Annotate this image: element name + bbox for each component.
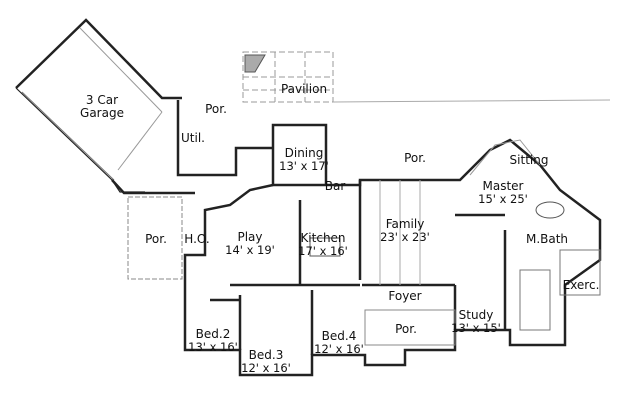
room-label-porch-rear: Por.: [404, 152, 426, 165]
left-porch-outline: [127, 196, 183, 280]
garage-outline: [15, 18, 195, 195]
room-label-family: Family 23' x 23': [380, 218, 430, 244]
family-ceiling-beams: [379, 180, 421, 285]
room-dimensions: 15' x 25': [478, 192, 528, 206]
room-dimensions: 14' x 19': [225, 243, 275, 257]
room-label-bed3: Bed.3 12' x 16': [241, 349, 291, 375]
room-name: 3 Car: [85, 93, 119, 107]
room-name: M.Bath: [525, 232, 569, 246]
master-sitting-outline: [469, 139, 541, 176]
room-label-bed2: Bed.2 13' x 16': [188, 328, 238, 354]
room-label-home-office: H.O.: [184, 233, 209, 246]
room-label-garage: 3 Car Garage: [80, 94, 124, 120]
room-name: Por.: [145, 232, 167, 246]
room-label-bar: Bar: [325, 180, 346, 193]
room-label-porch-left: Por.: [145, 233, 167, 246]
room-name: Por.: [404, 151, 426, 165]
room-name: Bed.3: [248, 348, 284, 362]
room-label-kitchen: Kitchen 17' x 16': [298, 232, 348, 258]
room-name: Master: [482, 179, 524, 193]
pavilion-outline: [242, 51, 334, 103]
room-label-study: Study 13' x 15': [451, 309, 501, 335]
room-label-util: Util.: [181, 132, 205, 145]
room-label-exercise: Exerc.: [563, 279, 600, 292]
room-label-dining: Dining 13' x 17': [279, 147, 329, 173]
room-label-master-bath: M.Bath: [526, 233, 568, 246]
room-name: Por.: [395, 322, 417, 336]
room-label-porch-front: Por.: [395, 323, 417, 336]
room-label-play: Play 14' x 19': [225, 231, 275, 257]
room-name: Bed.2: [195, 327, 231, 341]
room-dimensions: 13' x 17': [279, 159, 329, 173]
room-name: Family: [385, 217, 425, 231]
room-label-master: Master 15' x 25': [478, 180, 528, 206]
room-name: Por.: [205, 102, 227, 116]
room-label-bed4: Bed.4 12' x 16': [314, 330, 364, 356]
room-name: Dining: [284, 146, 324, 160]
room-dimensions: 12' x 16': [241, 361, 291, 375]
bathtub: [535, 201, 565, 219]
room-label-sitting: Sitting: [510, 154, 549, 167]
room-name: Play: [237, 230, 263, 244]
room-name: Pavilion: [280, 82, 328, 96]
pavilion-fireplace: [244, 54, 266, 73]
room-name: Sitting: [509, 153, 549, 167]
main-walls: [176, 100, 602, 377]
room-name: Util.: [181, 131, 205, 145]
room-dimensions: 17' x 16': [298, 244, 348, 258]
room-label-pavilion: Pavilion: [281, 83, 327, 96]
room-name-line2: Garage: [80, 106, 124, 120]
rear-porch-outline: [332, 99, 611, 103]
room-label-porch-garage: Por.: [205, 103, 227, 116]
room-label-foyer: Foyer: [388, 290, 421, 303]
exercise-outline: [559, 249, 601, 296]
room-dimensions: 13' x 16': [188, 340, 238, 354]
room-dimensions: 13' x 15': [451, 321, 501, 335]
front-porch-outline: [364, 309, 456, 346]
room-name: Foyer: [388, 289, 422, 303]
room-dimensions: 12' x 16': [314, 342, 364, 356]
room-name: Kitchen: [300, 231, 346, 245]
kitchen-island: [309, 237, 341, 257]
room-name: Bar: [324, 179, 346, 193]
room-name: H.O.: [184, 232, 210, 246]
room-name: Exerc.: [562, 278, 600, 292]
closet-outline: [519, 269, 551, 331]
room-dimensions: 23' x 23': [380, 230, 430, 244]
room-name: Study: [458, 308, 494, 322]
room-name: Bed.4: [321, 329, 357, 343]
